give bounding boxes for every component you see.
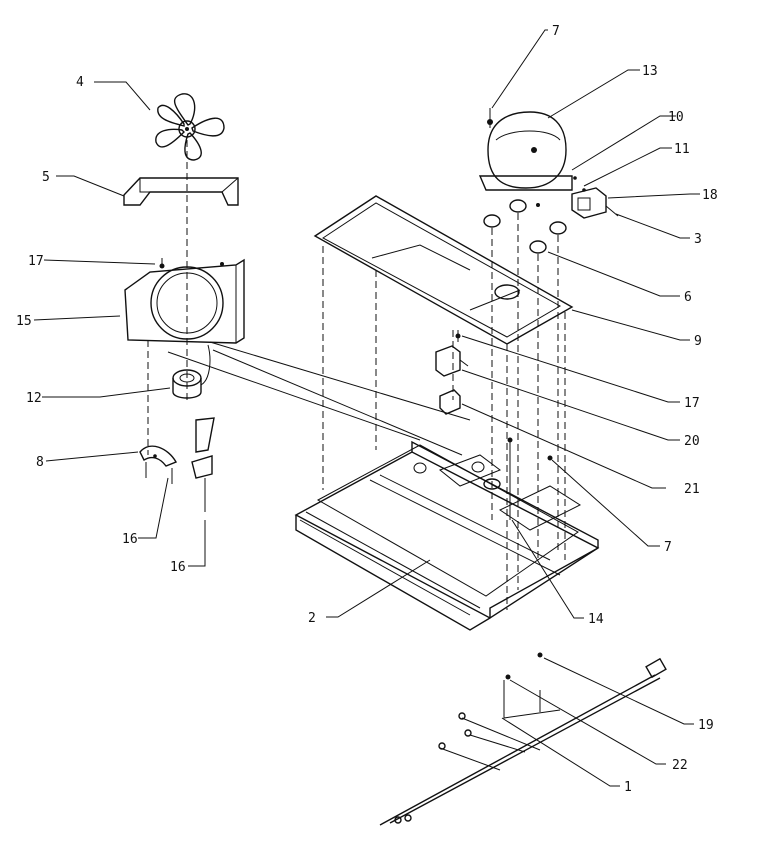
callout-1: 1 [624, 780, 632, 795]
callout-17b: 17 [684, 396, 700, 411]
motor-mount-clips [139, 417, 215, 512]
fan-blade [155, 93, 225, 161]
fan-wires [167, 341, 471, 456]
callout-16a: 16 [122, 532, 138, 547]
top-plate [313, 195, 574, 345]
fan-shroud-cover [123, 177, 239, 206]
relay-overload [571, 176, 619, 219]
callout-22: 22 [672, 758, 688, 773]
callout-7a: 7 [552, 24, 560, 39]
callout-8: 8 [36, 455, 44, 470]
wire-harness [379, 652, 667, 826]
callout-7b: 7 [664, 540, 672, 555]
callout-11: 11 [674, 142, 690, 157]
callout-labels: 4 5 17 15 12 8 16 16 7 13 10 11 18 3 6 9… [16, 24, 718, 795]
compressor-grommets [483, 199, 567, 254]
callout-12: 12 [26, 391, 42, 406]
base-pan [294, 437, 600, 631]
callout-18: 18 [702, 188, 718, 203]
callout-leaders [33, 29, 700, 787]
callout-15: 15 [16, 314, 32, 329]
callout-9: 9 [694, 334, 702, 349]
fan-motor [147, 340, 211, 455]
callout-19: 19 [698, 718, 714, 733]
callout-14: 14 [588, 612, 604, 627]
callout-13: 13 [642, 64, 658, 79]
plate-drop-lines [322, 246, 566, 610]
callout-17a: 17 [28, 254, 44, 269]
fan-bracket [124, 258, 245, 344]
callout-4: 4 [76, 75, 84, 90]
callout-3: 3 [694, 232, 702, 247]
control-components [435, 330, 469, 415]
callout-5: 5 [42, 170, 50, 185]
callout-20: 20 [684, 434, 700, 449]
compressor-drop-lines [491, 213, 559, 590]
callout-16b: 16 [170, 560, 186, 575]
callout-6: 6 [684, 290, 692, 305]
callout-2: 2 [308, 611, 316, 626]
callout-21: 21 [684, 482, 700, 497]
compressor [478, 108, 573, 191]
callout-10: 10 [668, 110, 684, 125]
